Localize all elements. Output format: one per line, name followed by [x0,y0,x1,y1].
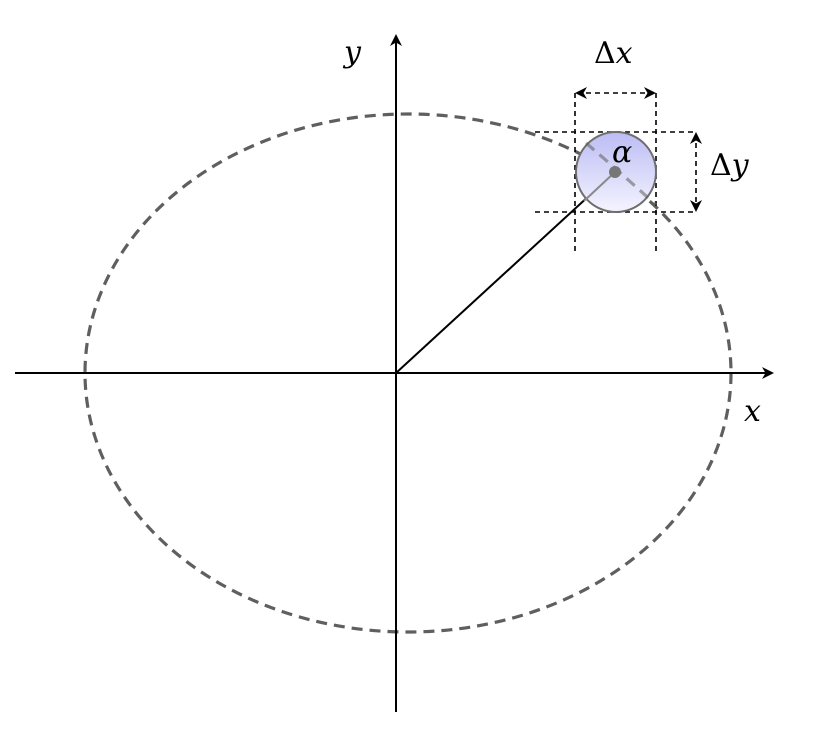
delta-x-label: Δx [594,36,633,71]
x-axis-label: x [744,394,761,429]
radius-line-inner [583,171,616,202]
delta-x-symbol: Δ [594,36,616,71]
radius-line [395,171,616,374]
alpha-label: α [612,135,632,170]
center-point [609,166,621,178]
delta-y-variable: y [730,148,750,183]
delta-x-variable: x [616,36,633,71]
delta-y-label: Δy [710,148,750,183]
y-axis-label: y [342,35,362,70]
delta-y-symbol: Δ [710,148,732,183]
